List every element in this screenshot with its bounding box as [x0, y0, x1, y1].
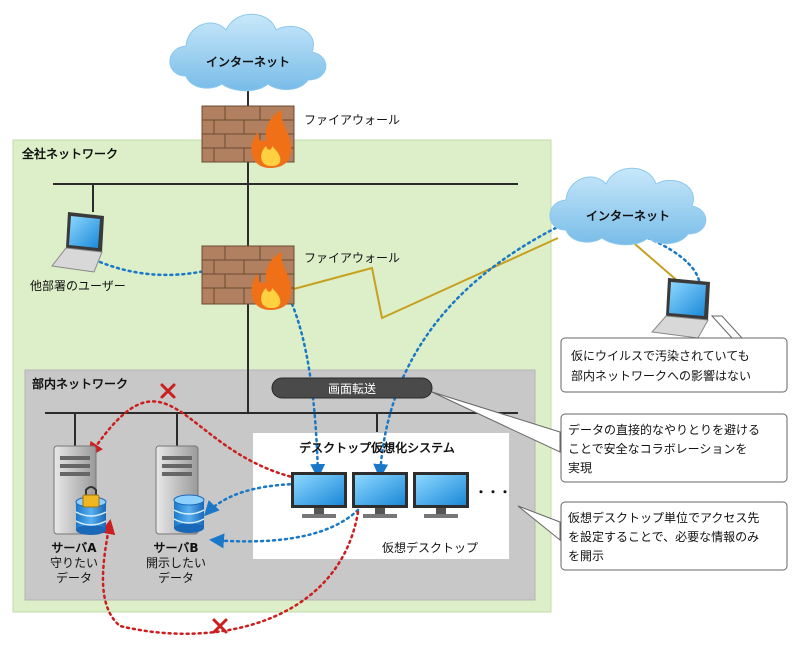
callout-collab-line: データの直接的なやりとりを避ける: [568, 422, 760, 437]
firewall-internet-link: [289, 237, 559, 320]
lock-icon: [82, 486, 100, 508]
callout-access-line: を設定することで、必要な情報のみ: [568, 529, 759, 544]
internet-cloud-right: [549, 167, 707, 246]
virtual-desktop-monitor: [291, 472, 347, 518]
vdi-system-title: デスクトップ仮想化システム: [299, 440, 455, 455]
callout-collab-line: 実現: [568, 460, 592, 475]
firewall-inner-label: ファイアウォール: [304, 251, 400, 265]
block-x-icon: [212, 618, 228, 634]
server-a-name: サーバA: [51, 541, 97, 555]
server-b-desc-2: データ: [158, 570, 194, 585]
callout-tail: [517, 505, 561, 542]
screen-transfer-badge: [271, 377, 433, 399]
firewall-inner-icon: [201, 245, 295, 310]
server-a-desc-2: データ: [56, 570, 92, 585]
callout-tail: [431, 391, 561, 453]
backbone-lines: [45, 90, 518, 446]
callout-collab-line: ことで安全なコラボレーションを: [568, 441, 747, 456]
internet-label-right: インターネット: [586, 209, 670, 223]
department-network-label: 部内ネットワーク: [32, 376, 128, 391]
laptop-icon: [651, 278, 710, 339]
block-x-icon: [160, 383, 176, 399]
server-a-desc-1: 守りたい: [50, 556, 98, 570]
callout-virus-box: [560, 337, 788, 393]
virtual-desktop-monitor: [352, 472, 408, 518]
database-icon: [173, 494, 205, 533]
callout-tail: [710, 315, 744, 339]
firewall-outer-label: ファイアウォール: [304, 113, 400, 127]
ellipsis: ・・・: [475, 485, 511, 499]
callout-access-line: を開示: [568, 549, 604, 563]
internet-cloud-top: [169, 13, 327, 92]
laptop-icon: [51, 212, 104, 273]
server-b-desc-1: 開示したい: [146, 556, 206, 570]
virtual-desktop-label: 仮想デスクトップ: [382, 540, 478, 555]
other-department-user-label: 他部署のユーザー: [30, 278, 126, 293]
virtual-desktop-monitor: [413, 472, 469, 518]
callout-virus-line: 部内ネットワークへの影響はない: [571, 368, 751, 383]
screen-transfer-label: 画面転送: [328, 381, 376, 396]
red-dotted-links: [88, 400, 360, 636]
company-network-label: 全社ネットワーク: [21, 146, 118, 161]
internet-label-top: インターネット: [206, 55, 290, 69]
callout-access-line: 仮想デスクトップ単位でアクセス先: [568, 510, 759, 525]
callout-collab-box: [560, 413, 788, 483]
firewall-outer-icon: [201, 105, 295, 168]
server-b-name: サーバB: [153, 541, 198, 555]
callout-access-box: [560, 501, 788, 571]
callout-virus-line: 仮にウイルスで汚染されていても: [571, 348, 750, 363]
